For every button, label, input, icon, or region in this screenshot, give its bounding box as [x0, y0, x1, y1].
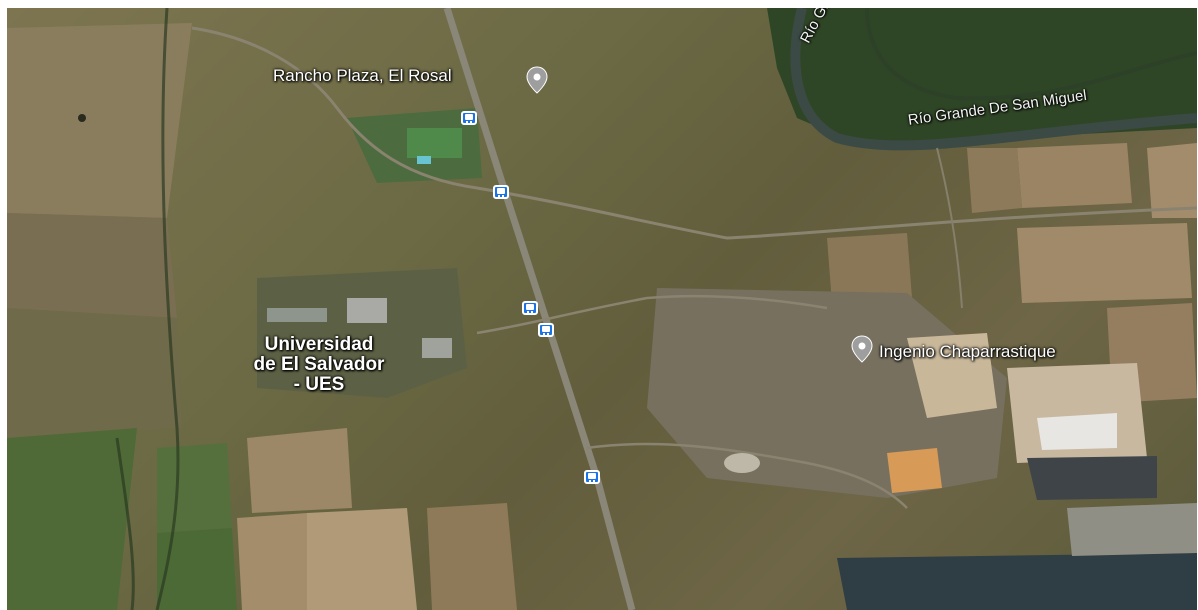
highway [443, 8, 636, 610]
map-pin-icon[interactable] [851, 335, 873, 363]
tree-line [155, 8, 180, 610]
field-area [7, 23, 192, 218]
tree-line [115, 437, 135, 610]
pond [837, 553, 1197, 610]
industrial-area [1067, 503, 1197, 556]
building [422, 338, 452, 358]
quarry-area [1037, 413, 1117, 450]
field-area [307, 508, 417, 610]
road [191, 26, 1197, 240]
field-area [427, 503, 517, 610]
field-area [967, 148, 1022, 213]
river-rio-grande [790, 8, 1197, 151]
field-area [7, 428, 137, 610]
industrial-roof [907, 333, 997, 418]
road [586, 442, 908, 509]
building [347, 298, 387, 323]
field-area [237, 513, 307, 610]
field-area [247, 428, 352, 513]
field-area [7, 213, 177, 318]
bus-stop-icon[interactable] [522, 301, 538, 315]
building [267, 308, 327, 322]
lawn [407, 128, 462, 158]
bus-stop-icon[interactable] [461, 111, 477, 125]
satellite-map[interactable]: Rancho Plaza, El Rosal Ingenio Chaparras… [7, 8, 1197, 610]
campus-area [257, 268, 467, 398]
field-area [157, 443, 232, 533]
bus-stop-icon[interactable] [493, 185, 509, 199]
roundabout [724, 453, 760, 473]
field-area [1147, 143, 1197, 218]
pond [1027, 456, 1157, 500]
industrial-roof [887, 448, 942, 493]
road [936, 147, 963, 309]
field-area [157, 528, 237, 610]
field-area [7, 308, 182, 438]
bus-stop-icon[interactable] [538, 323, 554, 337]
road [476, 294, 828, 335]
pool [417, 156, 431, 164]
map-pin-icon[interactable] [526, 66, 548, 94]
field-area [827, 233, 912, 303]
field-area [1017, 223, 1192, 303]
field-area [1017, 143, 1132, 208]
bus-stop-icon[interactable] [584, 470, 600, 484]
satellite-imagery [7, 8, 1197, 610]
